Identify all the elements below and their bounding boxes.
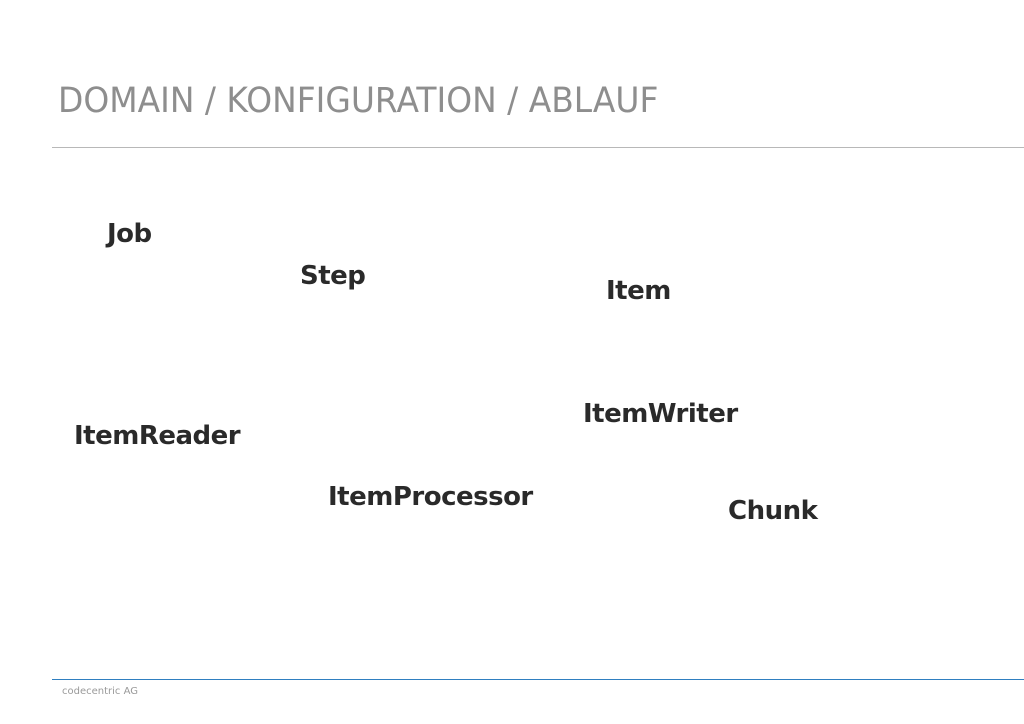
term-item-writer: ItemWriter xyxy=(583,399,738,429)
term-chunk: Chunk xyxy=(728,496,818,526)
term-job: Job xyxy=(107,219,152,249)
footer-divider xyxy=(52,679,1024,680)
term-item-processor: ItemProcessor xyxy=(328,482,533,512)
term-step: Step xyxy=(300,261,366,291)
footer-company: codecentric AG xyxy=(62,686,139,697)
term-item-reader: ItemReader xyxy=(74,421,241,451)
title-divider xyxy=(52,147,1024,148)
slide-title: DOMAIN / KONFIGURATION / ABLAUF xyxy=(58,81,659,121)
term-item: Item xyxy=(606,276,671,306)
